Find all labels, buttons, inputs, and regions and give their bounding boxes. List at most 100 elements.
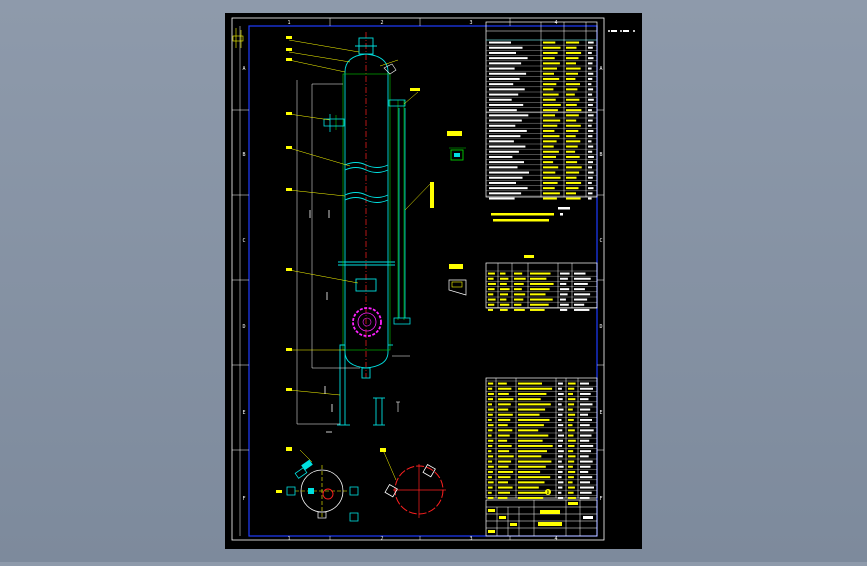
table-cell-mark <box>518 403 551 406</box>
table-cell-mark <box>498 382 507 385</box>
table-cell-mark <box>488 282 496 285</box>
table-cell-mark <box>580 444 594 447</box>
table-cell-mark <box>560 303 569 306</box>
zone-number: 2 <box>380 536 383 542</box>
table-cell-mark <box>588 103 593 106</box>
flange-icon <box>352 307 382 337</box>
table-cell-mark <box>514 298 524 301</box>
table-cell-mark <box>566 41 580 44</box>
table-cell-mark <box>514 282 524 285</box>
table-cell-mark <box>580 450 591 453</box>
table-cell-mark <box>488 465 494 468</box>
table-cell-mark <box>500 298 507 301</box>
table-cell-mark <box>518 429 539 432</box>
table-cell-mark <box>518 470 541 473</box>
table-cell-mark <box>543 119 561 122</box>
parts-list-rows <box>486 380 597 499</box>
table-cell-mark <box>489 181 516 184</box>
table-cell-mark <box>566 98 580 101</box>
table-cell-mark <box>560 293 568 296</box>
table-cell-mark <box>498 450 510 453</box>
table-cell-mark <box>489 145 526 148</box>
table-cell-mark <box>558 403 562 406</box>
table-cell-mark <box>530 303 549 306</box>
table-cell-mark <box>588 109 592 112</box>
table-cell-mark <box>498 434 510 437</box>
zone-number: 4 <box>554 536 557 542</box>
table-cell-mark <box>543 67 557 70</box>
table-cell-mark <box>558 434 564 437</box>
table-cell-mark <box>518 392 547 395</box>
table-cell-mark <box>566 171 580 174</box>
table-cell-mark <box>514 293 526 296</box>
table-cell-mark <box>543 83 557 86</box>
table-cell-mark <box>560 277 568 280</box>
table-cell-mark <box>588 155 594 158</box>
zone-dividers <box>232 18 604 540</box>
table-cell-mark <box>543 88 554 91</box>
table-cell-mark <box>489 93 519 96</box>
table-cell-mark <box>488 444 493 447</box>
table-cell-mark <box>560 272 570 275</box>
table-cell-mark <box>566 88 578 91</box>
table-cell-mark <box>588 114 594 117</box>
table-cell-mark <box>489 119 522 122</box>
table-cell-mark <box>568 434 574 437</box>
table-cell-mark <box>518 491 549 494</box>
table-cell-mark <box>500 288 510 291</box>
nozzle-icon <box>323 118 345 127</box>
table-cell-mark <box>500 303 510 306</box>
table-cell-mark <box>488 418 492 421</box>
table-cell-mark <box>489 109 517 112</box>
table-cell-mark <box>488 460 493 463</box>
table-cell-mark <box>488 439 494 442</box>
table-cell-mark <box>543 129 555 132</box>
zone-letter: A <box>599 66 602 72</box>
detail-a-icon <box>447 131 466 161</box>
zone-number: 4 <box>554 20 557 26</box>
table-cell-mark <box>488 481 494 484</box>
table-cell-mark <box>580 387 593 390</box>
table-cell-mark <box>498 455 514 458</box>
table-cell-mark <box>568 470 576 473</box>
table-cell-mark <box>500 308 508 311</box>
vessel-icon <box>286 32 434 433</box>
table-cell-mark <box>498 403 511 406</box>
zone-letter: C <box>242 238 245 244</box>
table-cell-mark <box>588 166 592 169</box>
table-cell-mark <box>489 197 515 200</box>
table-cell-mark <box>489 41 511 44</box>
table-cell-mark <box>574 303 585 306</box>
table-cell-mark <box>543 109 558 112</box>
table-cell-mark <box>500 272 506 275</box>
table-cell-mark <box>566 67 581 70</box>
table-cell-mark <box>518 387 553 390</box>
table-cell-mark <box>580 413 588 416</box>
zone-letter: D <box>242 324 245 330</box>
table-cell-mark <box>568 418 574 421</box>
table-cell-mark <box>566 161 578 164</box>
table-cell-mark <box>498 496 508 499</box>
zone-number: 2 <box>380 20 383 26</box>
table-cell-mark <box>588 62 593 65</box>
table-cell-mark <box>568 476 574 479</box>
table-cell-mark <box>588 83 592 86</box>
table-cell-mark <box>518 460 552 463</box>
table-cell-mark <box>514 277 526 280</box>
table-cell-mark <box>568 460 575 463</box>
table-cell-mark <box>566 62 576 65</box>
zone-letter: E <box>599 410 602 416</box>
table-cell-mark <box>566 46 577 49</box>
table-cell-mark <box>558 418 562 421</box>
table-cell-mark <box>543 187 555 190</box>
table-cell-mark <box>488 298 496 301</box>
table-cell-mark <box>498 470 514 473</box>
table-cell-mark <box>518 408 546 411</box>
table-cell-mark <box>498 476 511 479</box>
table-cell-mark <box>566 166 582 169</box>
table-cell-mark <box>543 192 560 195</box>
table-cell-mark <box>580 476 593 479</box>
table-cell-mark <box>498 424 508 427</box>
table-cell-mark <box>498 444 512 447</box>
